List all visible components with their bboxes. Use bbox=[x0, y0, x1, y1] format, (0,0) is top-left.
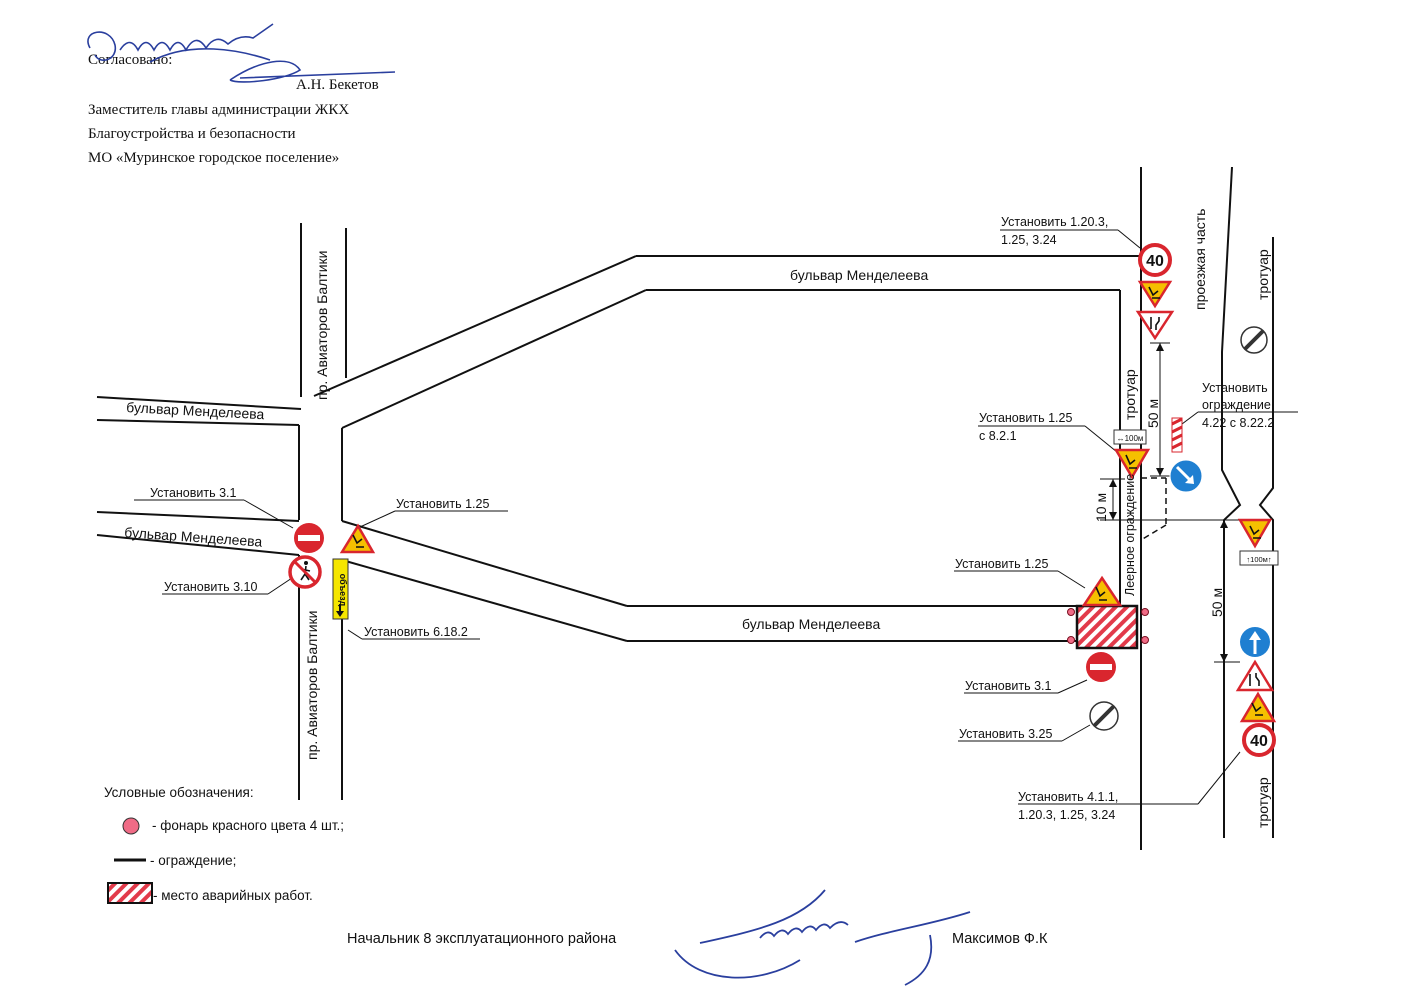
annotation-1-25-work: Установить 1.25 bbox=[955, 557, 1048, 571]
annotation-3-1-left: Установить 3.1 bbox=[150, 486, 237, 500]
road-works-sign-work bbox=[1081, 575, 1123, 607]
road-works-sign-right bbox=[1237, 518, 1273, 549]
dimension-lines bbox=[1100, 342, 1260, 663]
distance-top-label: 50 м bbox=[1145, 399, 1161, 428]
distance-plate-right: ↑100м↑ bbox=[1239, 550, 1279, 566]
approver-position-1: Заместитель главы администрации ЖКХ bbox=[88, 102, 350, 118]
annotation-1-25-top-line1: Установить 1.25 bbox=[979, 411, 1072, 425]
legend-title: Условные обозначения: bbox=[104, 785, 254, 800]
temporary-barrier bbox=[1140, 477, 1167, 541]
legend-work-symbol bbox=[107, 882, 153, 904]
road-works-sign-top bbox=[1137, 280, 1173, 309]
footer-name: Максимов Ф.К bbox=[952, 931, 1048, 947]
annotation-1-20-3-line1: Установить 1.20.3, bbox=[1001, 215, 1108, 229]
road-narrows-sign-top bbox=[1135, 310, 1175, 341]
distance-plate-right-text: ↑100м↑ bbox=[1246, 555, 1271, 564]
annotation-fence-line2: ограждение bbox=[1202, 398, 1271, 412]
sidewalk-label-top: тротуар bbox=[1255, 249, 1271, 300]
distance-10-label: 10 м bbox=[1093, 493, 1109, 522]
speed-limit-sign-bottom: 40 bbox=[1242, 723, 1276, 757]
keep-right-sign bbox=[1169, 459, 1203, 493]
distance-plate-text: ↔100м bbox=[1117, 434, 1144, 443]
street-label-aviatorov-bottom: пр. Авиаторов Балтики bbox=[304, 611, 320, 760]
straight-only-sign bbox=[1240, 627, 1270, 657]
sidewalk-label-bottom: тротуар bbox=[1255, 777, 1271, 828]
road-works-sign-bottom bbox=[1239, 691, 1277, 723]
no-pedestrians-sign bbox=[288, 555, 322, 589]
handwritten-signature-bottom bbox=[674, 889, 971, 986]
annotation-1-20-3-line2: 1.25, 3.24 bbox=[1001, 233, 1057, 247]
detour-sign: объезд bbox=[332, 558, 349, 620]
roadway-label: проезжая часть bbox=[1192, 209, 1208, 310]
annotation-1-25-left: Установить 1.25 bbox=[396, 497, 489, 511]
approver-position-2: Благоустройства и безопасности bbox=[88, 126, 296, 142]
no-entry-sign-left bbox=[294, 523, 324, 553]
legend-lamp-symbol bbox=[122, 817, 140, 835]
directional-fence-sign bbox=[1171, 417, 1183, 453]
distance-bottom-label: 50 м bbox=[1209, 588, 1225, 617]
legend-lamp-text: - фонарь красного цвета 4 шт.; bbox=[152, 818, 345, 833]
no-entry-sign-right bbox=[1086, 652, 1116, 682]
speed-limit-text-top: 40 bbox=[1146, 253, 1164, 270]
annotation-6-18-2: Установить 6.18.2 bbox=[364, 625, 468, 639]
annotation-3-25: Установить 3.25 bbox=[959, 727, 1052, 741]
annotation-4-1-1-line2: 1.20.3, 1.25, 3.24 bbox=[1018, 808, 1115, 822]
annotation-4-1-1-line1: Установить 4.1.1, bbox=[1018, 790, 1118, 804]
annotation-3-10: Установить 3.10 bbox=[164, 580, 257, 594]
approver-name: А.Н. Бекетов bbox=[296, 77, 379, 93]
end-of-restrictions-sign-bottom bbox=[1089, 701, 1119, 731]
handwritten-signature-top bbox=[87, 23, 396, 83]
footer-role: Начальник 8 эксплуатационного района bbox=[347, 931, 617, 947]
street-label-mendeleeva-left-top: бульвар Менделеева bbox=[126, 399, 265, 422]
road-works-sign-left bbox=[339, 523, 376, 554]
leader-lines bbox=[134, 229, 1298, 805]
annotation-3-1-right: Установить 3.1 bbox=[965, 679, 1052, 693]
annotation-fence-line3: 4.22 с 8.22.2 bbox=[1202, 416, 1274, 430]
end-of-restrictions-sign-right bbox=[1240, 326, 1268, 354]
approval-label: Согласовано: bbox=[88, 52, 173, 68]
street-label-aviatorov-top: пр. Авиаторов Балтики bbox=[314, 251, 330, 400]
red-lamps bbox=[1067, 608, 1149, 644]
sidewalk-label-mid: тротуар bbox=[1122, 369, 1138, 420]
dimension-arrows bbox=[1109, 343, 1228, 662]
street-label-mendeleeva-top: бульвар Менделеева bbox=[790, 267, 928, 283]
distance-plate-sign: ↔100м bbox=[1113, 429, 1147, 445]
approver-organization: МО «Муринское городское поселение» bbox=[88, 150, 340, 166]
emergency-work-area bbox=[1075, 604, 1139, 650]
annotation-1-25-top-line2: с 8.2.1 bbox=[979, 429, 1017, 443]
annotation-fence-line1: Установить bbox=[1202, 381, 1268, 395]
road-works-sign-mid bbox=[1113, 448, 1151, 480]
street-label-mendeleeva-bottom: бульвар Менделеева bbox=[742, 616, 880, 632]
speed-limit-sign-top: 40 bbox=[1138, 243, 1172, 277]
railing-label: Леерное ограждение bbox=[1123, 474, 1137, 596]
legend-fence-text: - ограждение; bbox=[150, 853, 237, 868]
road-narrows-sign-bottom bbox=[1235, 659, 1275, 692]
speed-limit-text-bottom: 40 bbox=[1250, 733, 1268, 750]
legend-work-text: - место аварийных работ. bbox=[153, 888, 313, 903]
detour-sign-text: объезд bbox=[338, 574, 348, 607]
street-label-mendeleeva-left-bottom: бульвар Менделеева bbox=[124, 524, 263, 550]
